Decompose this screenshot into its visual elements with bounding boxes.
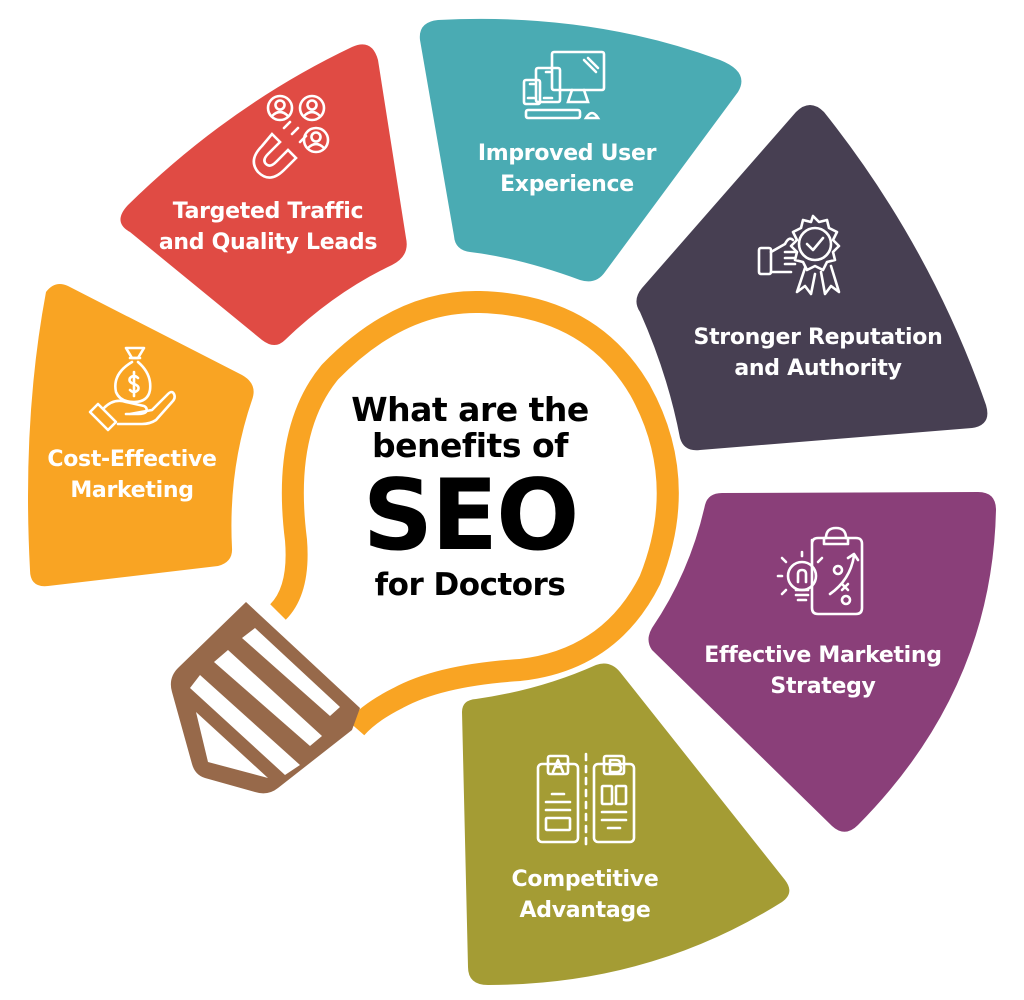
title-line-4: for Doctors	[374, 567, 566, 603]
label-competitive-advantage: Competitive Advantage	[490, 864, 680, 926]
bulb-base	[170, 602, 360, 794]
label-line: Improved User	[477, 141, 657, 166]
title-seo: SEO	[362, 459, 580, 573]
label-line: Advantage	[519, 898, 651, 923]
label-line: Effective Marketing	[704, 643, 942, 668]
label-user-experience: Improved User Experience	[462, 138, 672, 200]
ab-comparison-icon	[536, 752, 636, 846]
petal-cost-effective	[28, 284, 254, 587]
center-title: What are the benefits of SEO for Doctors	[300, 392, 640, 604]
label-line: Strategy	[770, 674, 876, 699]
label-line: Cost-Effective	[47, 447, 217, 472]
label-marketing-strategy: Effective Marketing Strategy	[690, 640, 956, 702]
label-reputation: Stronger Reputation and Authority	[680, 322, 956, 384]
bulb-outline	[269, 290, 679, 736]
petal-marketing-strategy	[648, 492, 996, 832]
label-line: Marketing	[70, 478, 194, 503]
label-line: Targeted Traffic	[172, 199, 364, 224]
label-cost-effective: Cost-Effective Marketing	[30, 444, 234, 506]
petal-reputation	[636, 105, 988, 451]
lightbulb-clipboard-icon	[776, 526, 864, 616]
money-bag-hand-icon	[88, 346, 176, 432]
label-line: and Authority	[734, 356, 902, 381]
thumbs-up-badge-icon	[757, 214, 841, 296]
title-line-1: What are the	[351, 390, 589, 429]
magnet-users-icon	[252, 94, 330, 179]
title-line-2: benefits of	[372, 426, 568, 465]
label-targeted-traffic: Targeted Traffic and Quality Leads	[148, 196, 388, 258]
petal-user-experience	[419, 18, 742, 282]
petal-targeted-traffic	[120, 44, 407, 346]
label-line: Experience	[500, 172, 634, 197]
petal-competitive-advantage	[462, 663, 790, 985]
label-line: Competitive	[511, 867, 659, 892]
label-line: Stronger Reputation	[693, 325, 943, 350]
devices-icon	[522, 50, 606, 120]
label-line: and Quality Leads	[158, 230, 378, 255]
